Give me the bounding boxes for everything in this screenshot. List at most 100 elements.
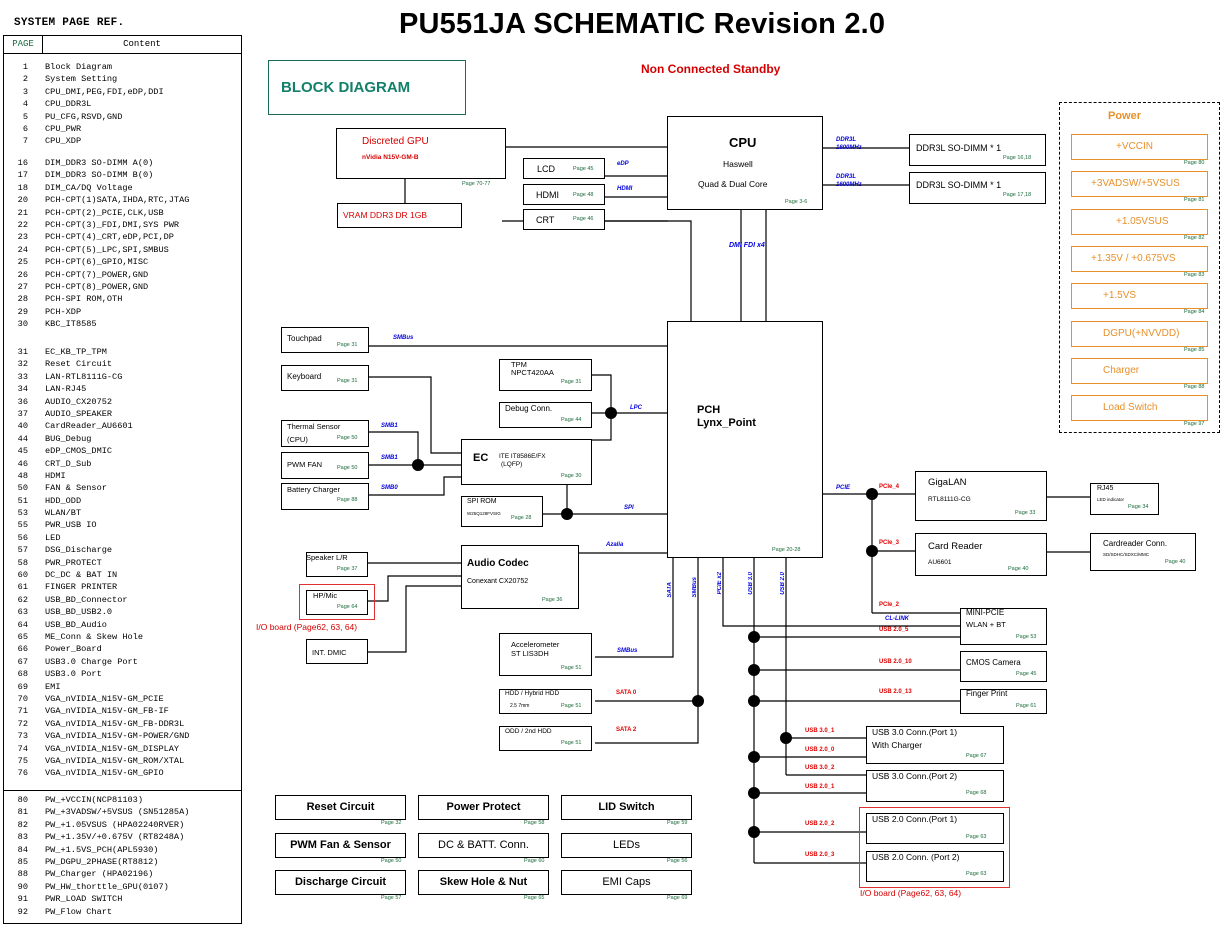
misc-block-page: Page 57 [381, 895, 402, 901]
reference-content: USB3.0 Port [45, 669, 102, 680]
reference-content: EMI [45, 681, 61, 692]
touchpad-block [281, 327, 369, 353]
battery-charger-signal: SMB0 [381, 485, 398, 491]
junction-dot [748, 826, 760, 838]
spi-rom-block [461, 496, 543, 527]
azalia-signal: Azalia [606, 542, 624, 548]
reference-content: CPU_DDR3L [45, 99, 92, 110]
speaker-page: Page 37 [337, 566, 358, 572]
pch-sub: Lynx_Point [697, 417, 756, 429]
power-rail-page: Page 80 [1184, 160, 1205, 166]
accelerometer-block [499, 633, 592, 676]
reference-page-number: 34 [17, 384, 28, 395]
reference-content: FINGER PRINTER [45, 582, 118, 593]
reference-page-number: 4 [22, 99, 28, 110]
misc-block-page: Page 59 [667, 820, 688, 826]
reference-page-number: 53 [17, 508, 28, 519]
usb3-port1-title: USB 3.0 Conn.(Port 1) [872, 727, 958, 737]
gigalan-chip: RTL8111G-CG [928, 496, 971, 503]
reference-content: VGA_nVIDIA_N15V-GM_ROM/XTAL [45, 755, 185, 766]
usb2-port2-page: Page 63 [966, 871, 987, 877]
junction-dot [748, 695, 760, 707]
dimm-b-page: Page 17,18 [1003, 192, 1032, 198]
reference-page-number: 31 [17, 347, 28, 357]
reference-content: BUG_Debug [45, 433, 92, 444]
tpm-title: TPM [511, 360, 527, 369]
minipcie-sub: WLAN + BT [966, 620, 1006, 629]
lcd-page: Page 45 [573, 166, 594, 172]
reference-content: PCH-CPT(4)_CRT,eDP,PCI,DP [45, 232, 174, 243]
junction-dot [748, 787, 760, 799]
reference-content: WLAN/BT [45, 508, 82, 519]
reference-page-number: 30 [17, 319, 28, 330]
reference-page-number: 28 [17, 294, 28, 305]
odd-block [499, 726, 592, 751]
reference-content: VGA_nVIDIA_N15V-GM_PCIE [45, 693, 164, 704]
reference-content: PCH-CPT(2)_PCIE,CLK,USB [45, 207, 164, 218]
finger-signal: USB 2.0_13 [879, 689, 912, 695]
dimm-b-title: DDR3L SO-DIMM * 1 [916, 180, 1002, 190]
card-reader-page: Page 40 [1008, 566, 1029, 572]
gigalan-title: GigaLAN [928, 477, 967, 488]
reference-page-number: 61 [17, 582, 28, 593]
reference-page-number: 2 [22, 74, 28, 85]
reference-page-number: 46 [17, 458, 28, 469]
pch-block [667, 321, 823, 558]
reference-content: VGA_nVIDIA_N15V-GM_DISPLAY [45, 743, 180, 754]
reference-page-number: 56 [17, 532, 28, 543]
debug-conn-title: Debug Conn. [505, 404, 553, 413]
io-board-frame [299, 584, 375, 620]
reference-content: PCH-CPT(3)_FDI,DMI,SYS PWR [45, 219, 180, 230]
dmic-block [306, 639, 368, 664]
minipcie-pcie-signal: PCIe_2 [879, 602, 900, 608]
reference-page-number: 64 [17, 619, 28, 630]
reference-page-number: 58 [17, 557, 28, 568]
reference-content: PW_+1.5VS_PCH(APL5930) [45, 844, 159, 855]
minipcie-page: Page 53 [1016, 634, 1037, 640]
vram-title: VRAM DDR3 DR 1GB [343, 210, 428, 220]
speaker-block [306, 552, 368, 577]
reference-page-number: 76 [17, 768, 28, 779]
battery-charger-title: Battery Charger [287, 485, 340, 494]
usb3-port2-page: Page 68 [966, 790, 987, 796]
ec-title: EC [473, 452, 489, 464]
spi-rom-page: Page 28 [511, 515, 532, 521]
reference-content: PW_+1.05VSUS (HPA02240RVER) [45, 819, 185, 830]
reference-content: PCH-CPT(7)_POWER,GND [45, 269, 149, 280]
misc-block: Power Protect [418, 795, 549, 820]
junction-dot [748, 751, 760, 763]
pch-signal-usb2: USB 2.0 [780, 572, 786, 595]
reference-page-number: 83 [17, 832, 28, 843]
power-rail-label: +VCCIN [1116, 141, 1153, 152]
hdd-page: Page 51 [561, 703, 582, 709]
reference-page-number: 85 [17, 856, 28, 867]
usb-io-board-frame [859, 807, 1010, 888]
misc-block-page: Page 69 [667, 895, 688, 901]
cpu-title: CPU [729, 135, 757, 150]
reference-page-number: 67 [17, 656, 28, 667]
audio-codec-page: Page 36 [542, 597, 563, 603]
cmos-signal: USB 2.0_10 [879, 659, 912, 665]
reference-page-number: 80 [17, 795, 28, 805]
reference-header: PAGE Content [4, 36, 241, 54]
reference-page-number: 7 [22, 136, 28, 147]
touchpad-page: Page 31 [337, 342, 358, 348]
reference-row: 61 FINGER PRINTER [4, 581, 241, 593]
hdd-signal: SATA 0 [616, 690, 637, 696]
junction-dot [412, 459, 424, 471]
